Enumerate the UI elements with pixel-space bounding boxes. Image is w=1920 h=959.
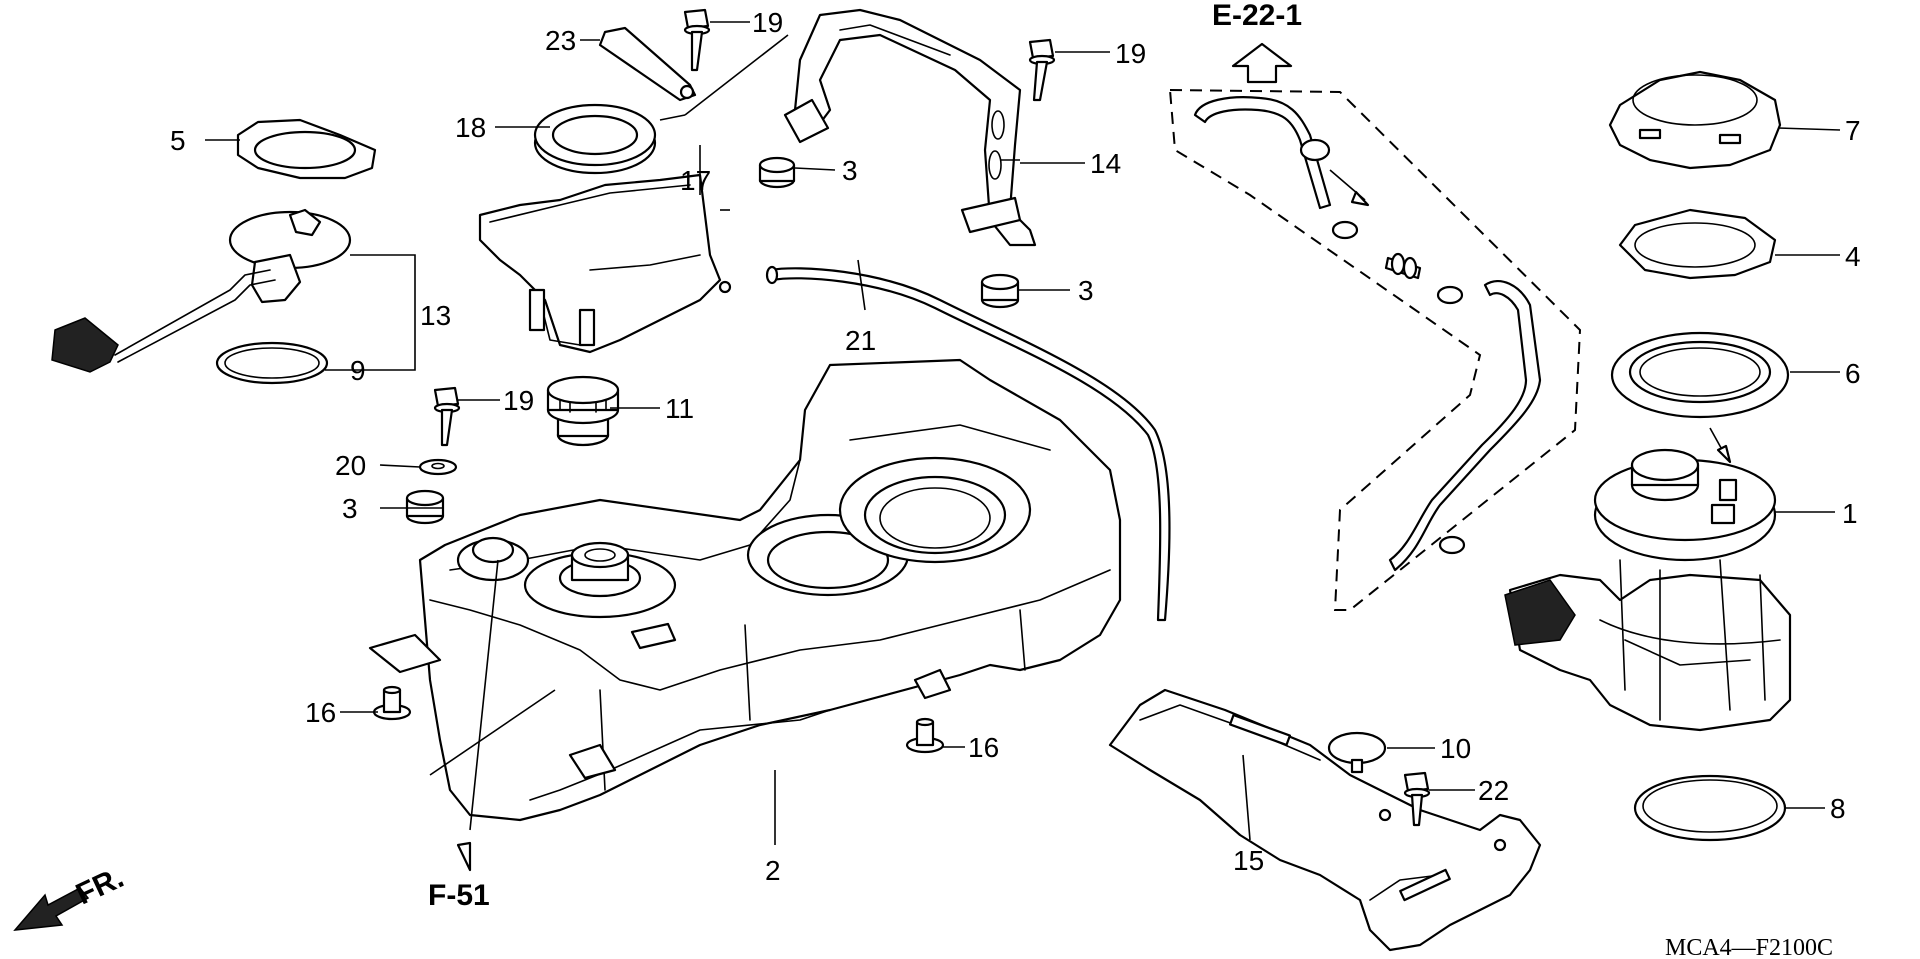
fuel-cap-part-11 (546, 375, 620, 447)
cover-part-17 (478, 173, 732, 354)
callout-17: 17 (680, 165, 711, 196)
hose-part-21 (768, 267, 1171, 622)
up-arrow-icon (1231, 42, 1293, 84)
diagram-code: MCA4—F2100C (1665, 935, 1833, 959)
reference-e-22-1[interactable]: E-22-1 (1212, 0, 1302, 32)
callout-3-left: 3 (342, 493, 358, 524)
callout-20: 20 (335, 450, 366, 481)
grommet-part-3-right (980, 273, 1020, 309)
callout-15: 15 (1233, 845, 1264, 876)
callout-7: 7 (1845, 115, 1861, 146)
callout-3-upper: 3 (842, 155, 858, 186)
callout-9: 9 (350, 355, 366, 386)
stud-part-16-left (372, 685, 412, 721)
fuel-hose-assembly-group (1168, 88, 1582, 611)
callout-1: 1 (1842, 498, 1858, 529)
bumper-part-10 (1327, 731, 1387, 774)
bolt-part-19-top (683, 8, 711, 72)
strap-part-23 (598, 26, 697, 102)
plate-part-15 (1108, 688, 1542, 952)
callout-5: 5 (170, 125, 186, 156)
callout-21: 21 (845, 325, 876, 356)
callout-19-left: 19 (503, 385, 534, 416)
o-ring-part-8 (1633, 774, 1787, 842)
reference-f-51[interactable]: F-51 (428, 879, 490, 912)
callout-10: 10 (1440, 733, 1471, 764)
bracket-part-14 (783, 8, 1037, 247)
callout-2: 2 (765, 855, 781, 886)
grommet-part-3-upper (758, 156, 796, 189)
bolt-part-19-left (433, 386, 461, 447)
callout-8: 8 (1830, 793, 1846, 824)
cap-part-7 (1608, 70, 1782, 170)
leader-lines (205, 21, 1841, 872)
callout-6: 6 (1845, 358, 1861, 389)
callout-23: 23 (545, 25, 576, 56)
callout-3-right: 3 (1078, 275, 1094, 306)
callout-11: 11 (665, 393, 694, 424)
fuel-pump-part-1 (1504, 448, 1792, 732)
callout-16-left: 16 (305, 697, 336, 728)
fuel-gauge-unit-part-13 (51, 208, 352, 373)
callout-22: 22 (1478, 775, 1509, 806)
callout-19-right: 19 (1115, 38, 1146, 69)
front-direction-label: FR. (71, 861, 129, 911)
hose-clamp (1299, 138, 1466, 555)
stud-part-16-right (905, 717, 945, 754)
grommet-part-3-left (405, 489, 445, 525)
callout-4: 4 (1845, 241, 1861, 272)
front-arrow-icon (13, 887, 90, 931)
gasket-part-9 (215, 341, 329, 385)
washer-part-20 (418, 458, 458, 476)
hose-joint (1384, 252, 1422, 280)
callout-16-right: 16 (968, 732, 999, 763)
callout-18: 18 (455, 112, 486, 143)
retainer-part-5 (236, 118, 377, 180)
callout-13: 13 (420, 300, 451, 331)
callout-14: 14 (1090, 148, 1121, 179)
callout-19-top: 19 (752, 7, 783, 38)
bolt-part-19-right (1028, 38, 1056, 102)
seal-part-6 (1610, 331, 1790, 419)
callout-labels: 1 2 3 3 3 4 5 6 7 8 9 10 11 13 14 15 16 … (170, 7, 1861, 886)
ring-part-4 (1618, 208, 1777, 280)
bolt-part-22 (1403, 771, 1431, 827)
fuel-tank-part-2 (368, 358, 1122, 822)
ring-nut-part-18 (533, 103, 657, 175)
